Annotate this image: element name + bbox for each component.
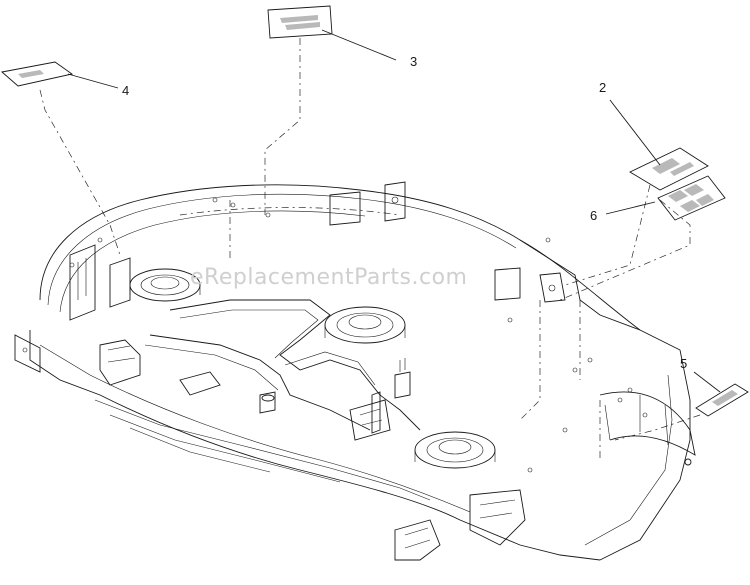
- callout-2: 2: [599, 80, 606, 95]
- callout-5: 5: [680, 356, 687, 371]
- leader-lines: [67, 29, 721, 393]
- decal-2-icon: [629, 147, 709, 191]
- mower-deck-housing-icon: [14, 181, 696, 561]
- callout-3: 3: [410, 54, 417, 69]
- callout-6: 6: [590, 208, 597, 223]
- projection-lines: [39, 38, 701, 441]
- decal-4-icon: [1, 61, 74, 87]
- callout-4: 4: [122, 83, 129, 98]
- decal-6-icon: [657, 175, 726, 221]
- watermark-text: eReplacementParts.com: [190, 265, 467, 290]
- decal-5-icon: [695, 383, 749, 417]
- decal-3-icon: [267, 5, 333, 39]
